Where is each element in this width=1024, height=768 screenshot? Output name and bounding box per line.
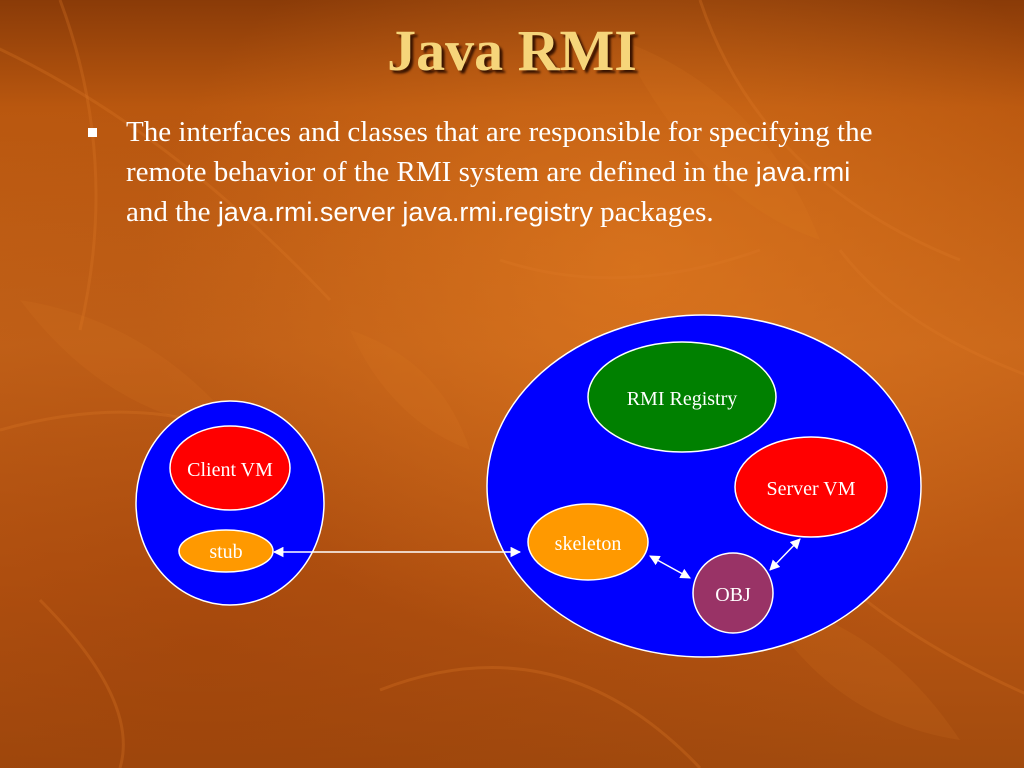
obj-label: OBJ [715,584,751,606]
square-bullet-icon [88,128,97,137]
skeleton-obj-arrow [649,555,691,579]
client-vm-label: Client VM [187,459,273,481]
bullet-text-part-1: The interfaces and classes that are resp… [126,116,873,188]
obj-node [692,552,774,634]
rmi-registry-label: RMI Registry [627,388,738,410]
bullet-text-part-3: packages. [592,196,714,228]
skeleton-label: skeleton [555,533,622,555]
rmi-registry-node [587,341,777,453]
server-vm-label: Server VM [766,478,855,500]
obj-server-vm-arrow [769,538,801,571]
code-java-rmi: java.rmi [755,157,851,187]
stub-label: stub [209,541,242,563]
slide-title: Java RMI [387,18,637,83]
bullet-text: The interfaces and classes that are resp… [126,112,886,232]
bullet-text-part-2: and the [126,196,218,228]
skeleton-node [527,503,649,581]
client-vm-node [169,425,291,511]
code-java-rmi-server-registry: java.rmi.server java.rmi.registry [217,197,593,227]
server-vm-node [734,436,888,538]
